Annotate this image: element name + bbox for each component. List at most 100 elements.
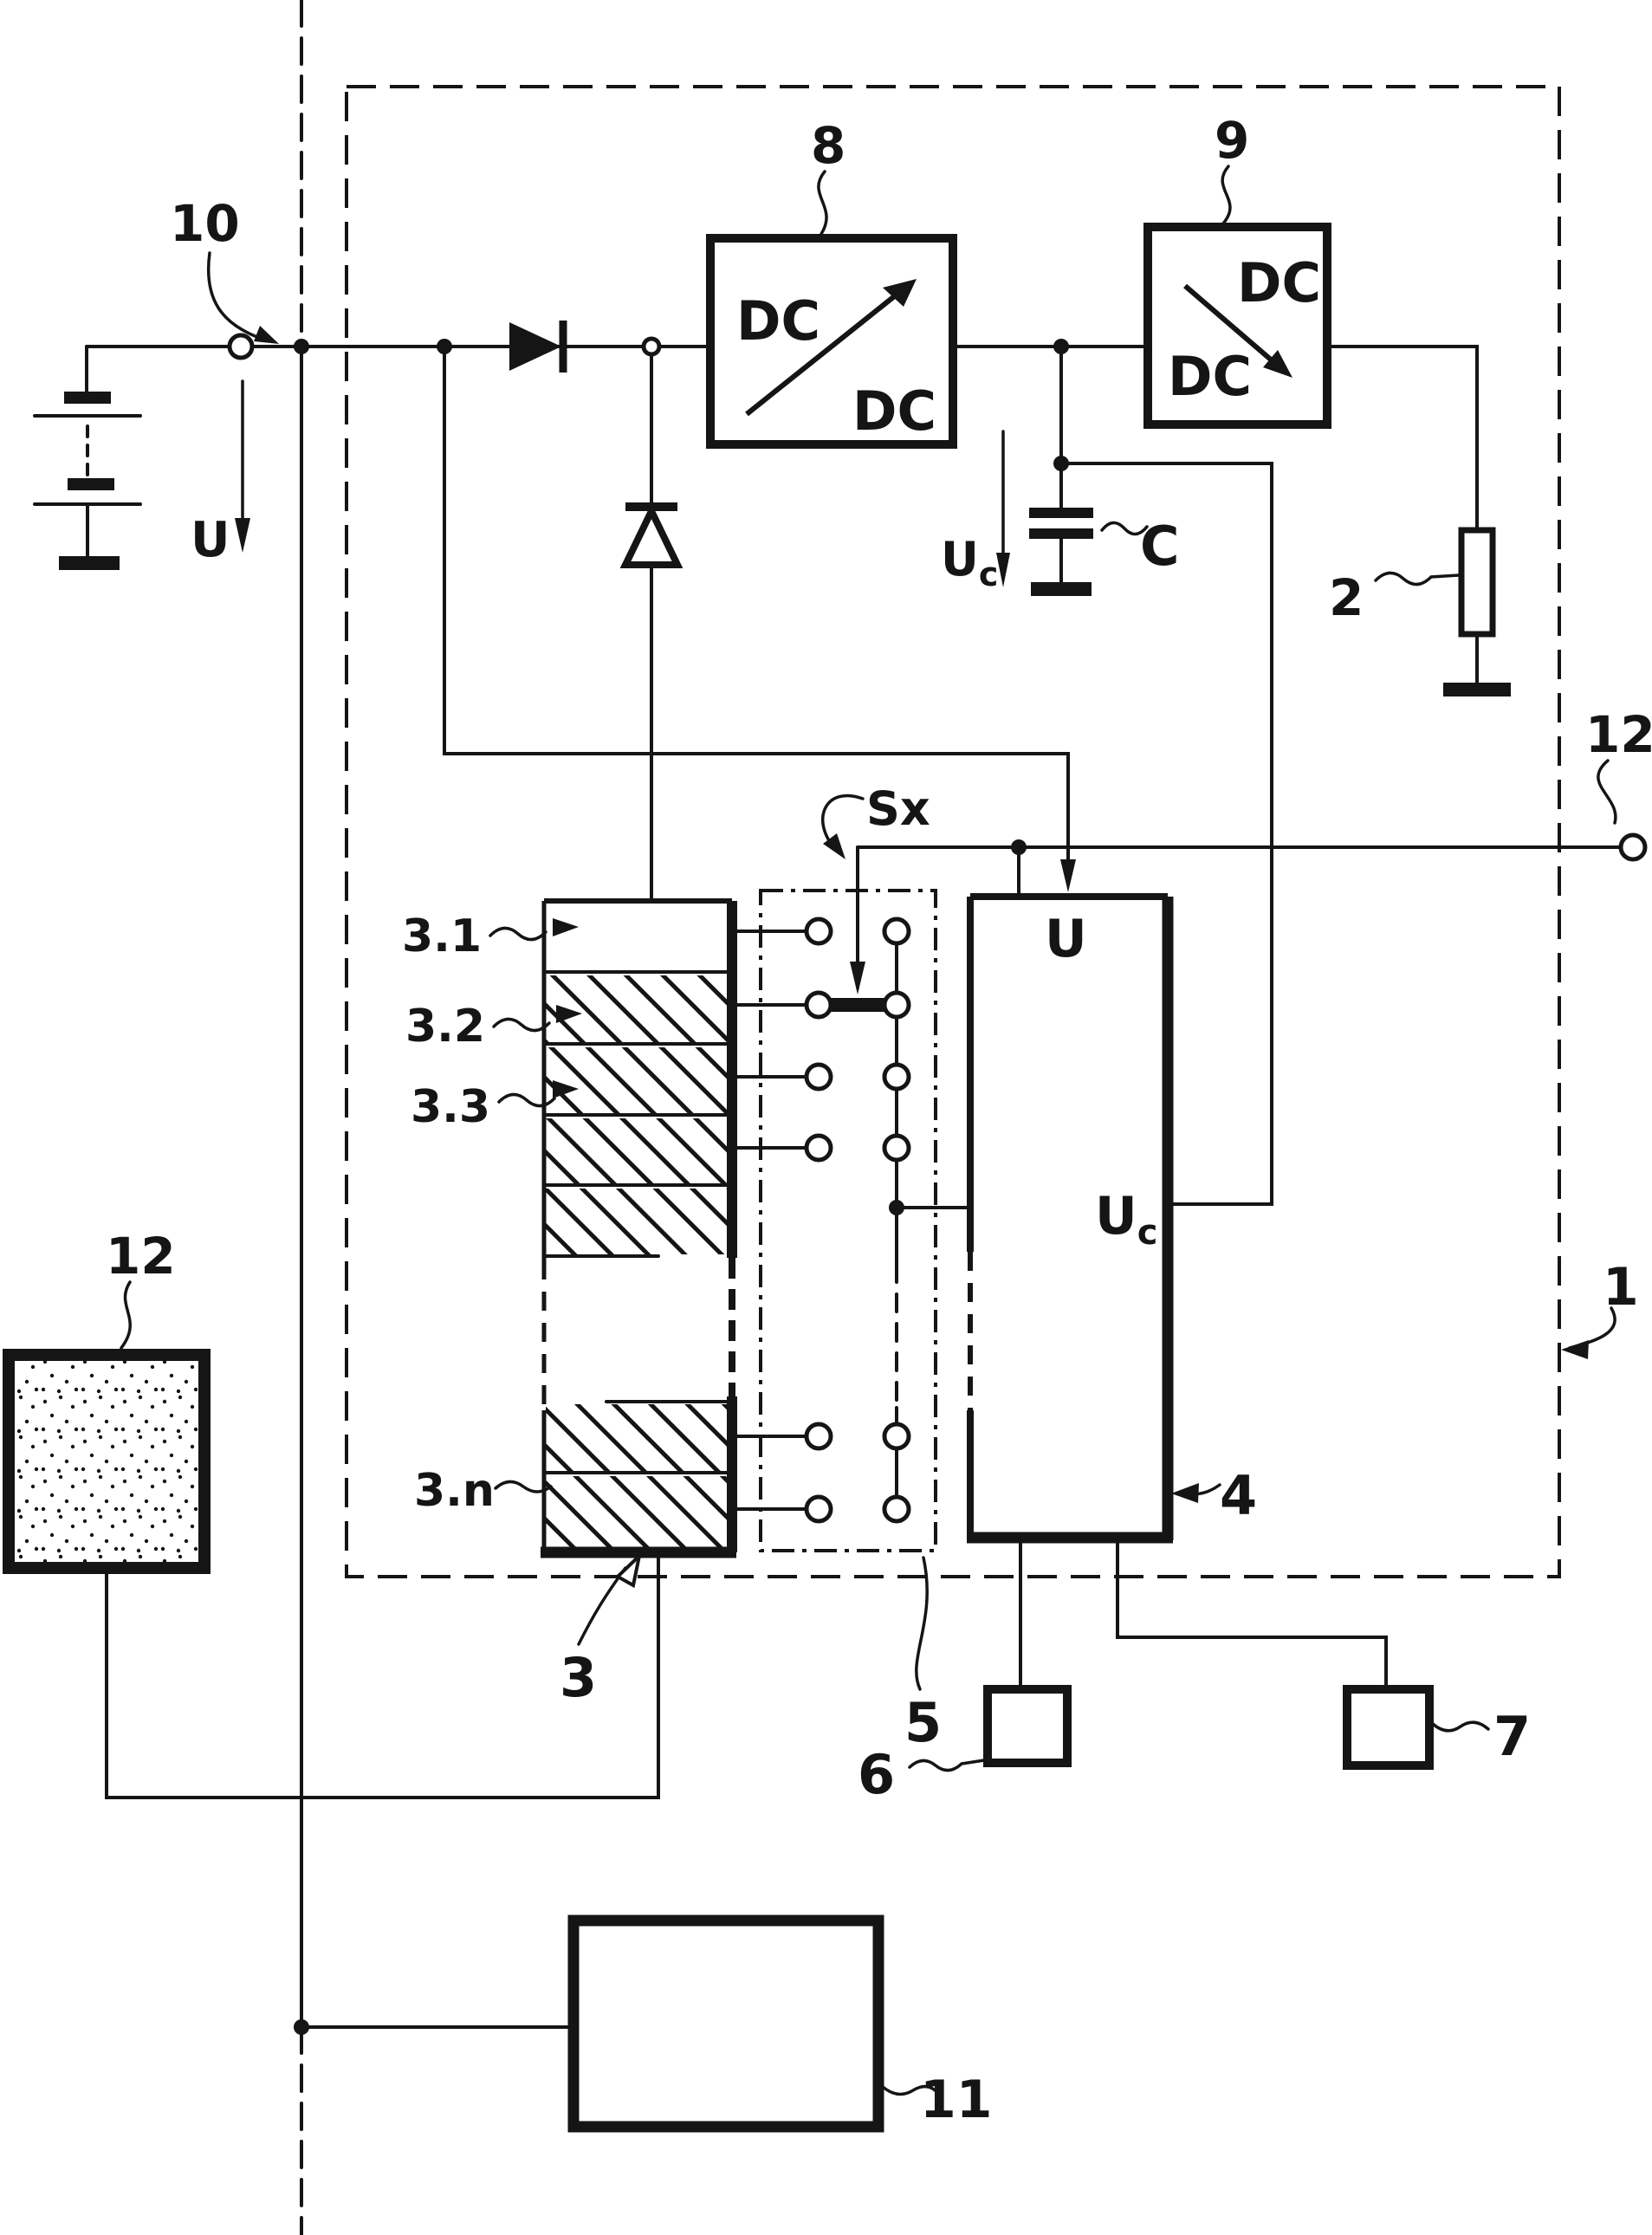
box6-label: 6: [858, 1743, 895, 1806]
contact-circle: [882, 990, 911, 1020]
box9-dc-bottom: DC: [1168, 345, 1252, 408]
down-arrowhead: [850, 962, 865, 994]
uc-feedback-wire: [1059, 462, 1273, 1206]
leader-arrowhead: [1561, 1340, 1589, 1359]
unit-11-box: [567, 1914, 884, 2133]
junction-dot: [294, 2019, 309, 2035]
cell2-label: 3.2: [405, 1001, 485, 1053]
terminal10-label-leader: [207, 251, 266, 341]
box5-label: 5: [904, 1691, 942, 1754]
leader-arrowhead: [553, 1080, 579, 1098]
cell1-leader: [489, 926, 547, 942]
diode-triangle: [509, 322, 561, 371]
cell-stack-3: [541, 898, 737, 1558]
junction-dot: [1053, 339, 1069, 354]
diagonal-arrowhead: [1263, 350, 1292, 378]
terminal10-label: 10: [170, 194, 240, 253]
battery-short-plate-2: [68, 478, 114, 490]
battery-voltage-label: U: [191, 512, 230, 568]
zener-diode-branch: [619, 345, 683, 903]
resistor-2: [1443, 527, 1511, 696]
contact-circle: [804, 917, 833, 946]
junction-dot: [437, 339, 452, 354]
contact-circle: [804, 1494, 833, 1524]
resistor-label-leader: [1374, 571, 1461, 586]
leader-arrowhead: [556, 1005, 582, 1023]
box4-uc-input-label: Uc: [1095, 1186, 1157, 1253]
box8-label-leader: [817, 170, 828, 236]
u-sense-wire: [443, 345, 1070, 880]
closed-switch-wiper-bar: [831, 998, 884, 1012]
diagonal-arrowhead: [883, 279, 917, 307]
cell-3-n-hatched: [546, 1476, 730, 1549]
resistor-label: 2: [1329, 568, 1364, 627]
box9-label: 9: [1215, 111, 1249, 170]
external-unit-12-box: [3, 1349, 211, 1574]
junction-dot: [1053, 456, 1069, 471]
selector-bus: [831, 917, 972, 1524]
cap-voltage-arrow: [996, 430, 1010, 587]
down-arrowhead: [996, 553, 1010, 587]
battery-symbol: [33, 345, 142, 570]
series-diode: [509, 321, 567, 372]
leader-arrowhead: [254, 326, 279, 344]
block3-label-leader: [577, 1566, 627, 1646]
box12-to-stack-wire: [105, 1553, 660, 1799]
unit-6-box: [983, 1685, 1072, 1767]
capacitor-c: [1029, 462, 1093, 596]
leader-arrowhead: [1171, 1483, 1199, 1503]
block3-label: 3: [560, 1646, 597, 1709]
contact-circle: [882, 1422, 911, 1451]
box6-label-leader: [908, 1759, 986, 1772]
cell3-leader: [497, 1092, 556, 1108]
box7-wire: [1116, 1536, 1388, 1691]
small-node-circle: [641, 336, 662, 357]
cell2-leader: [492, 1017, 551, 1033]
resistor-body: [1458, 527, 1496, 638]
capacitor-ground-bar: [1031, 582, 1092, 596]
cell1-label: 3.1: [402, 910, 482, 962]
box9-label-leader: [1221, 165, 1232, 225]
box9-outline: [1143, 223, 1331, 429]
box7-label-leader: [1431, 1720, 1490, 1733]
box4-u-input-label: U: [1045, 909, 1087, 969]
zener-triangle: [619, 502, 683, 568]
contact-circle: [804, 1133, 833, 1163]
box9-output-wire: [1325, 345, 1479, 532]
switch-box-5-dashdot-boundary: [759, 889, 937, 1552]
down-arrowhead: [235, 518, 250, 553]
measuring-block-4: U Uc: [967, 893, 1174, 1544]
sx-label: Sx: [866, 781, 930, 836]
resistor-ground-bar: [1443, 683, 1511, 696]
contact-circle: [882, 1133, 911, 1163]
box1-label: 1: [1603, 1257, 1639, 1318]
contact-circle: [804, 1422, 833, 1451]
down-arrowhead: [1060, 859, 1076, 892]
box12-label-leader: [120, 1280, 132, 1350]
junction-dot: [1011, 839, 1027, 855]
box7-label: 7: [1493, 1705, 1531, 1768]
box9-dc-top: DC: [1237, 251, 1321, 314]
leader-arrowhead: [823, 833, 845, 859]
contact-circle: [804, 990, 833, 1020]
box4-label: 4: [1220, 1464, 1257, 1527]
battery-short-plate-1: [64, 392, 111, 404]
cell-3-2-hatched: [546, 975, 730, 1042]
celln-label: 3.n: [414, 1465, 495, 1517]
cap-label-leader: [1100, 521, 1149, 536]
box8-label: 8: [811, 116, 845, 175]
celln-leader: [494, 1480, 553, 1493]
contact-circle: [882, 917, 911, 946]
contact-circle: [882, 1494, 911, 1524]
terminal12-label-leader: [1597, 759, 1617, 825]
battery-voltage-arrow: U: [191, 379, 250, 568]
terminal-10-circle: [227, 333, 255, 360]
leader-arrowhead: [553, 918, 579, 936]
terminal12-label: 12: [1585, 705, 1652, 764]
cell-hatched: [546, 1118, 730, 1183]
cell-hatched: [546, 1189, 730, 1254]
cell3-label: 3.3: [411, 1081, 490, 1133]
dcdc-converter-8: DC DC: [706, 234, 957, 449]
cell-tap-contacts: [730, 917, 833, 1524]
